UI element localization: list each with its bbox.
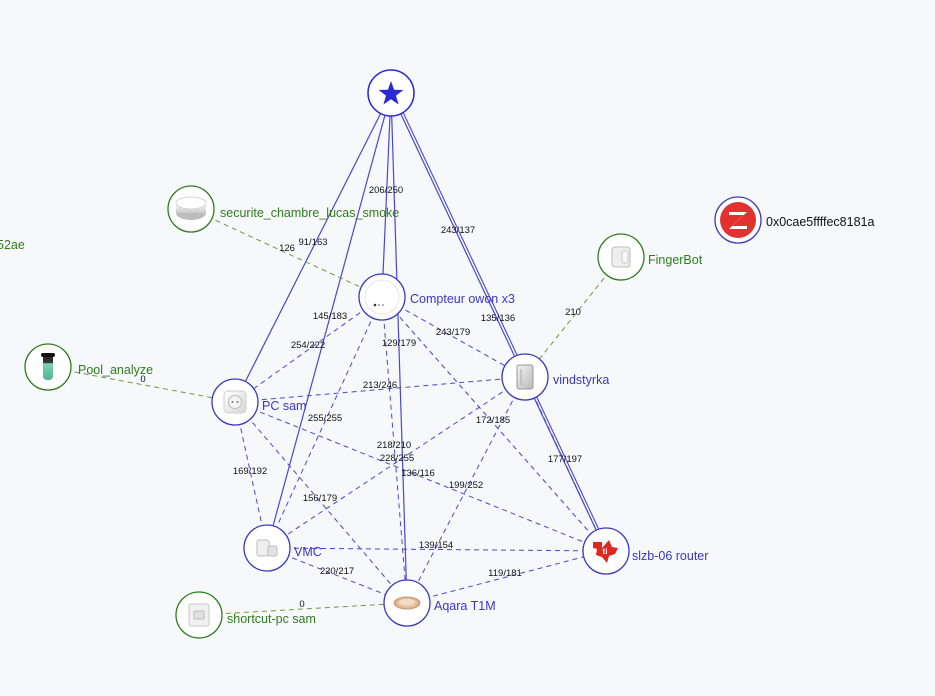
link-pool-pcsam[interactable] — [47, 366, 236, 403]
node-label[interactable]: vindstyrka — [553, 373, 609, 387]
link-quality-label: 199/252 — [449, 480, 483, 491]
link-quality-label: 243/179 — [436, 327, 470, 338]
node-aqara[interactable]: Aqara T1M — [383, 579, 496, 627]
node-label[interactable]: securite_chambre_lucas_smoke — [220, 206, 399, 220]
node-finger[interactable]: FingerBot — [597, 233, 703, 281]
node-pool[interactable]: Pool_analyze — [24, 343, 153, 391]
air-sensor-icon — [516, 364, 534, 390]
link-quality-label: 177/197 — [548, 454, 582, 465]
link-pcsam-aqara[interactable] — [234, 401, 408, 604]
link-vind-aqara[interactable] — [406, 376, 526, 604]
relay-module-icon — [256, 539, 278, 557]
link-quality-label: 119/181 — [488, 568, 522, 579]
node-label[interactable]: PC sam — [262, 399, 306, 413]
node-label[interactable]: FingerBot — [648, 253, 703, 267]
link-quality-label: 218/210 — [377, 440, 411, 451]
link-quality-label: 255/255 — [308, 413, 342, 424]
link-owon-vmc[interactable] — [266, 296, 383, 549]
button-switch-icon — [188, 603, 210, 627]
link-quality-label: 129/179 — [382, 338, 416, 349]
node-vind[interactable]: vindstyrka — [501, 353, 609, 401]
link-pcsam-slzb[interactable] — [234, 401, 607, 552]
node-label[interactable]: slzb-06 router — [632, 549, 708, 563]
link-shortcut-aqara[interactable] — [198, 602, 408, 616]
link-quality-label: 145/183 — [313, 311, 347, 322]
node-pcsam[interactable]: PC sam — [211, 378, 306, 426]
node-label[interactable]: Compteur owon x3 — [410, 292, 515, 306]
link-quality-label: 169/192 — [233, 466, 267, 477]
node-owon[interactable]: Compteur owon x3 — [358, 273, 515, 321]
link-coordinator-owon[interactable] — [381, 92, 392, 298]
link-finger-vind[interactable] — [524, 256, 622, 378]
fingerbot-icon — [611, 246, 631, 268]
link-vind-slzb[interactable] — [524, 376, 607, 552]
star-icon — [378, 81, 404, 105]
svg-text:ti: ti — [603, 547, 608, 556]
node-vmc[interactable]: VMC — [243, 524, 322, 572]
energy-meter-icon — [364, 279, 400, 315]
link-aqara-slzb[interactable] — [406, 550, 607, 604]
link-owon-slzb[interactable] — [381, 296, 607, 552]
smart-plug-icon — [223, 390, 247, 414]
link-coordinator-slzb-secondary — [393, 92, 610, 552]
node-z2m[interactable]: 0x0cae5ffffec8181a — [714, 196, 874, 244]
link-quality-label: 0 — [299, 599, 304, 610]
node-label[interactable]: shortcut-pc sam — [227, 612, 316, 626]
node-label[interactable]: 0x0cae5ffffec8181a — [766, 215, 874, 229]
link-quality-label: 213/246 — [363, 380, 397, 391]
link-pcsam-vmc[interactable] — [234, 401, 268, 549]
link-quality-label: 0 — [140, 374, 145, 385]
link-quality-label: 228/255 — [380, 453, 414, 464]
node-label[interactable]: VMC — [294, 545, 322, 559]
ceiling-light-icon — [393, 596, 421, 610]
node-smoke[interactable]: securite_chambre_lucas_smoke — [167, 185, 399, 233]
pool-probe-icon — [41, 353, 55, 380]
link-coordinator-aqara[interactable] — [390, 92, 408, 604]
link-quality-label: 139/154 — [419, 540, 453, 551]
link-quality-label: 254/222 — [291, 340, 325, 351]
smoke-detector-icon — [175, 196, 207, 220]
link-quality-label: 243/137 — [441, 225, 475, 236]
link-quality-label: 91/163 — [298, 237, 327, 248]
link-quality-label: 156/179 — [303, 493, 337, 504]
link-coordinator-slzb[interactable] — [390, 92, 607, 552]
link-quality-label: 206/250 — [369, 185, 403, 196]
link-quality-label: 220/217 — [320, 566, 354, 577]
link-vind-vmc[interactable] — [266, 376, 526, 549]
link-quality-label: 172/185 — [476, 415, 510, 426]
link-coordinator-vmc[interactable] — [266, 92, 392, 549]
link-smoke-owon[interactable] — [190, 208, 383, 298]
link-quality-label: 135/136 — [481, 313, 515, 324]
node-slzb[interactable]: ti slzb-06 router — [582, 527, 708, 575]
ti-logo-icon: ti — [593, 540, 618, 563]
link-owon-aqara[interactable] — [381, 296, 408, 604]
link-quality-label: 136/116 — [401, 468, 435, 479]
node-shortcut[interactable]: shortcut-pc sam — [175, 591, 316, 639]
link-owon-pcsam[interactable] — [234, 296, 383, 403]
node-label[interactable]: Aqara T1M — [434, 599, 496, 613]
offscreen-node-label[interactable]: 52ae — [0, 238, 25, 252]
link-vmc-slzb[interactable] — [266, 547, 607, 552]
link-pcsam-vind[interactable] — [234, 376, 526, 403]
link-quality-labels: 206/250 243/137 126 0 210 0 145/183 243/179 254/… — [140, 185, 582, 610]
link-quality-label: 210 — [565, 307, 581, 318]
link-vmc-aqara[interactable] — [266, 547, 408, 604]
node-label[interactable]: Pool_analyze — [78, 363, 153, 377]
link-owon-vind[interactable] — [381, 296, 526, 378]
zigbee-logo-icon — [720, 202, 756, 238]
node-coordinator[interactable] — [367, 69, 415, 117]
links-layer — [47, 92, 622, 616]
link-quality-label: 126 — [279, 243, 295, 254]
link-coordinator-pcsam[interactable] — [234, 92, 392, 403]
